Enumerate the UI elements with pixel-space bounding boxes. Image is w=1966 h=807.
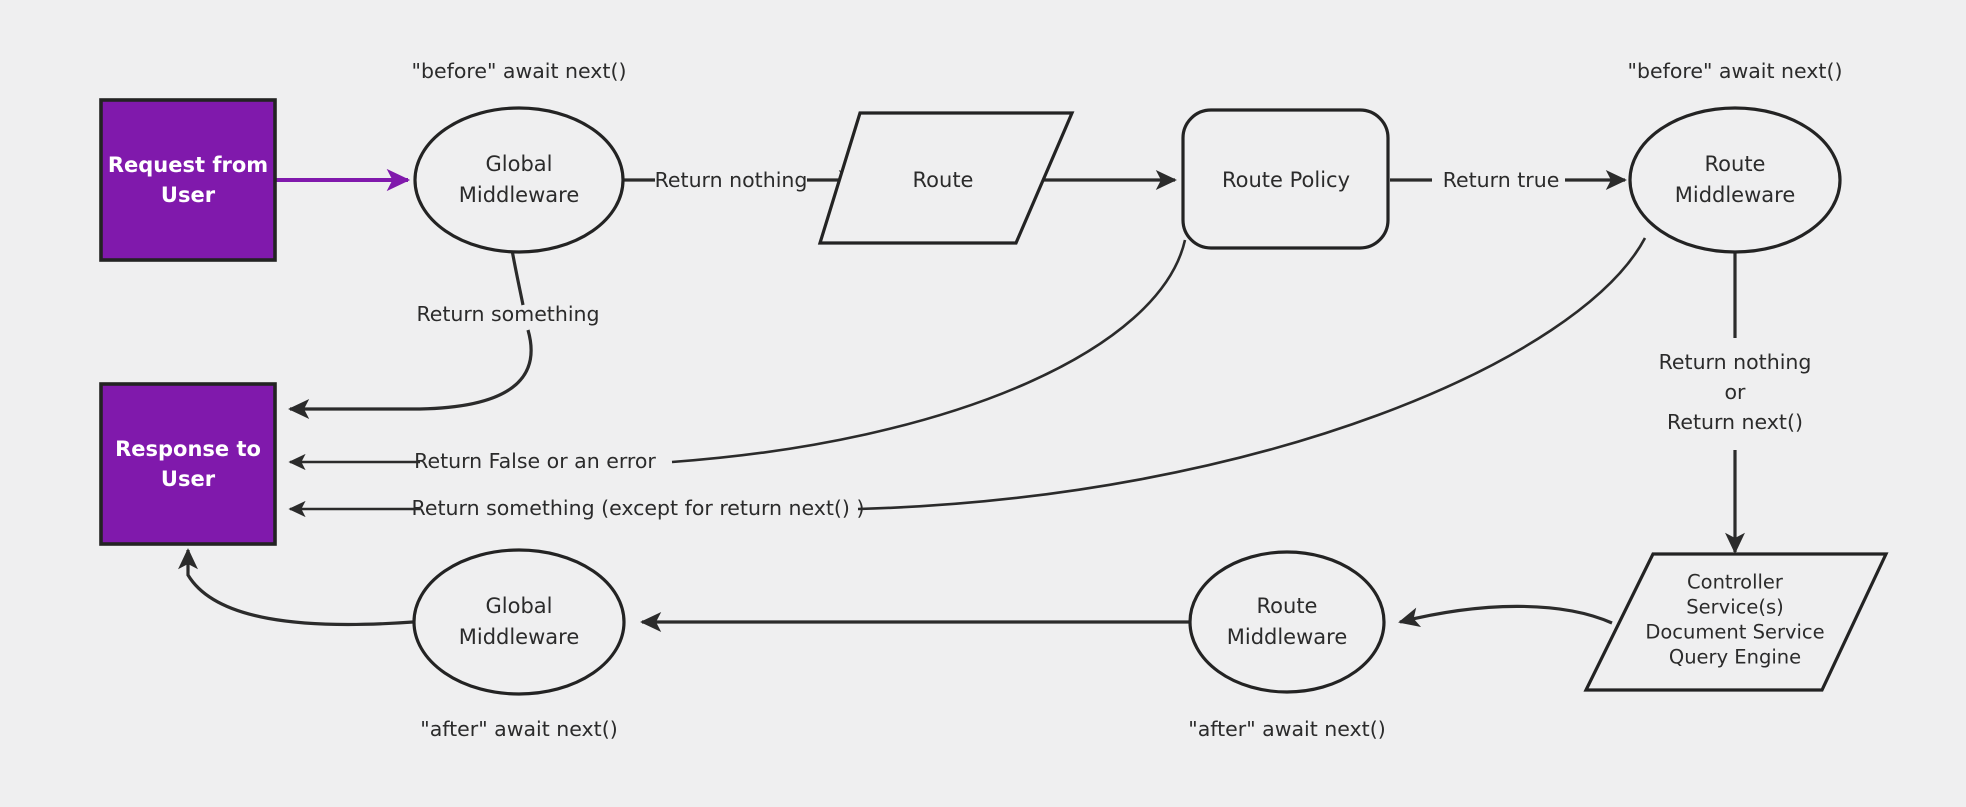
edge-global-middleware-to-response-curve xyxy=(288,329,533,419)
node-controller-line4: Query Engine xyxy=(1669,646,1801,669)
node-route[interactable]: Route xyxy=(817,111,1075,245)
node-response-label-line1: Response to xyxy=(115,437,261,461)
node-route-middleware-before-line2: Middleware xyxy=(1675,183,1796,207)
node-controller-line3: Document Service xyxy=(1645,621,1824,644)
annotation-after-global-middleware: "after" await next() xyxy=(420,717,617,741)
node-global-middleware-after[interactable]: Global Middleware xyxy=(412,548,626,696)
node-route-middleware-before-line1: Route xyxy=(1705,152,1766,176)
node-global-middleware-after-line2: Middleware xyxy=(459,625,580,649)
node-request-label-line2: User xyxy=(161,183,216,207)
node-route-middleware-after[interactable]: Route Middleware xyxy=(1188,550,1386,694)
annotation-before-route-middleware: "before" await next() xyxy=(1628,59,1843,83)
node-route-policy-label: Route Policy xyxy=(1222,168,1350,192)
node-route-middleware-after-line2: Middleware xyxy=(1227,625,1348,649)
edge-label-return-nothing-or-next-line2: or xyxy=(1725,380,1747,404)
node-route-label: Route xyxy=(913,168,974,192)
annotation-after-route-middleware: "after" await next() xyxy=(1188,717,1385,741)
node-global-middleware-before-line1: Global xyxy=(486,152,553,176)
node-controller-line2: Service(s) xyxy=(1686,596,1783,619)
node-route-policy[interactable]: Route Policy xyxy=(1181,108,1390,250)
edge-label-return-false-or-error: Return False or an error xyxy=(414,449,656,473)
annotation-before-global-middleware: "before" await next() xyxy=(412,59,627,83)
edge-global-middleware-to-response xyxy=(510,249,525,306)
edge-label-return-true: Return true xyxy=(1443,168,1560,192)
node-route-middleware-after-line1: Route xyxy=(1257,594,1318,618)
node-request-label-line1: Request from xyxy=(108,153,268,177)
node-controller-line1: Controller xyxy=(1687,571,1784,594)
edge-label-return-nothing-or-next-line3: Return next() xyxy=(1667,410,1803,434)
edge-controller-to-route-middleware-after xyxy=(1398,604,1613,628)
edge-label-return-nothing: Return nothing xyxy=(655,168,808,192)
node-response-to-user[interactable]: Response to User xyxy=(99,382,277,546)
edge-global-middleware-after-to-response xyxy=(178,548,414,627)
node-global-middleware-before-line2: Middleware xyxy=(459,183,580,207)
node-global-middleware-before[interactable]: Global Middleware xyxy=(413,106,625,254)
edge-label-return-something-except: Return something (except for return next… xyxy=(412,496,865,520)
node-controller-services[interactable]: Controller Service(s) Document Service Q… xyxy=(1583,552,1889,692)
node-global-middleware-after-line1: Global xyxy=(486,594,553,618)
edge-route-policy-to-response xyxy=(671,239,1187,464)
edge-label-return-nothing-or-next-line1: Return nothing xyxy=(1659,350,1812,374)
node-request-from-user[interactable]: Request from User xyxy=(99,98,277,262)
node-route-middleware-before[interactable]: Route Middleware xyxy=(1628,106,1842,254)
edge-label-return-something: Return something xyxy=(416,302,599,326)
node-response-label-line2: User xyxy=(161,467,216,491)
edge-route-middleware-to-response xyxy=(857,237,1647,511)
